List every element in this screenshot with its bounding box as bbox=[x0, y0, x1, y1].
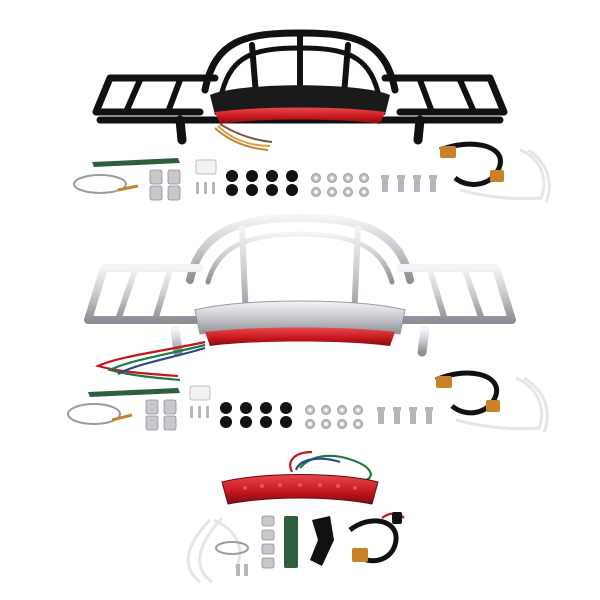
white-connector-icon bbox=[189, 385, 211, 401]
led-light-kit bbox=[186, 450, 405, 584]
white-connector-icon bbox=[195, 159, 217, 175]
black-bracket-icon bbox=[310, 516, 334, 566]
strap-icon bbox=[284, 516, 298, 568]
strap-icon bbox=[92, 158, 180, 167]
strap-icon bbox=[88, 388, 180, 397]
chrome-rack-wires bbox=[94, 340, 206, 382]
wire-loop-icon bbox=[215, 541, 249, 555]
black-rack-led-bar bbox=[215, 107, 385, 124]
black-rack-wires bbox=[214, 123, 273, 151]
wire-loop-icon bbox=[67, 403, 121, 425]
wiring-harness-icon bbox=[348, 512, 405, 564]
black-luggage-rack bbox=[92, 29, 508, 145]
wiring-harness-icon bbox=[439, 141, 504, 187]
led-tail-light-bar bbox=[221, 474, 379, 505]
black-rack-hardware-kit bbox=[73, 141, 551, 203]
white-wire-sheath bbox=[459, 148, 551, 203]
black-rack-center-housing bbox=[210, 85, 390, 115]
wiring-harness-icon bbox=[434, 370, 500, 416]
white-wire-sheath bbox=[186, 516, 242, 584]
white-wire-sheath bbox=[455, 376, 549, 433]
wire-loop-icon bbox=[73, 174, 127, 194]
chrome-rack-led-bar bbox=[205, 327, 395, 346]
chrome-rack-hardware-kit bbox=[67, 370, 549, 433]
